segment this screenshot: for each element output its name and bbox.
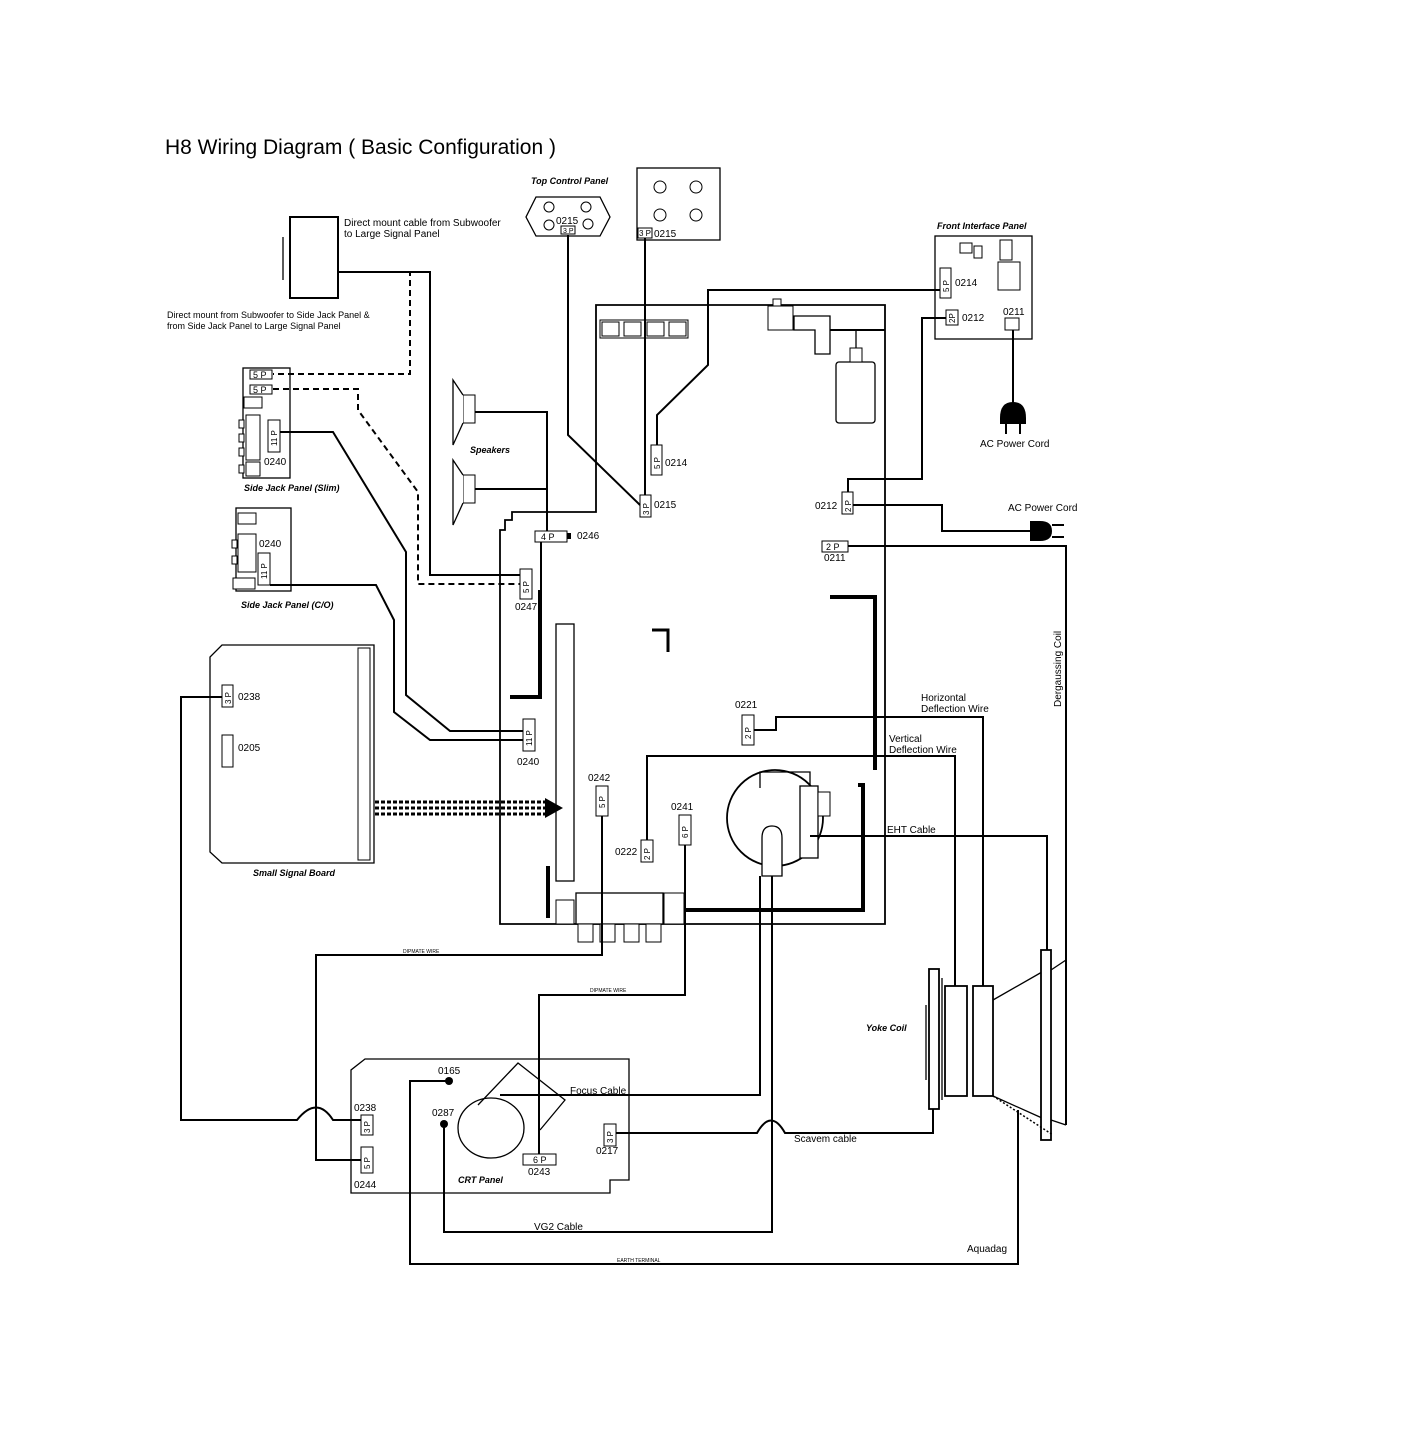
pin-label: 2 P — [826, 542, 840, 552]
yoke-coil: Yoke Coil — [866, 949, 1067, 1141]
small-signal-board-label: Small Signal Board — [253, 868, 336, 878]
focus-cable-label: Focus Cable — [570, 1086, 627, 1097]
pin-label: 2 P — [744, 727, 753, 739]
eht-cable-label: EHT Cable — [887, 825, 936, 836]
crt-panel: 0165 0287 3 P 0238 5 P 0244 6 P 0243 3 P… — [350, 1058, 630, 1194]
note-line: Direct mount cable from Subwoofer — [344, 218, 501, 229]
connector-label: 0238 — [238, 692, 261, 703]
large-panel-connectors: 5 P 0214 3 P 0215 2 P 0212 2 P 0211 4 P … — [515, 444, 854, 863]
pin-label: 3 P — [642, 503, 651, 515]
connector-label: 0246 — [577, 531, 600, 542]
connector-label: 0211 — [1003, 307, 1025, 318]
connector-label: 0212 — [815, 501, 838, 512]
dipmate-wire-label: DIPMATE WIRE — [590, 988, 627, 994]
connector-label: 0205 — [238, 743, 261, 754]
pin-label: 3 P — [563, 228, 574, 235]
note-line: Direct mount from Subwoofer to Side Jack… — [167, 310, 370, 320]
ac-power-cord-label: AC Power Cord — [1008, 503, 1077, 514]
horizontal-label: Horizontal — [921, 693, 966, 704]
connector-label: 0241 — [671, 802, 694, 813]
vertical-label: Vertical — [889, 734, 922, 745]
diagram-title: H8 Wiring Diagram ( Basic Configuration … — [165, 136, 556, 159]
vertical-label: Deflection Wire — [889, 745, 957, 756]
connector-label: 0240 — [259, 539, 282, 550]
note-line: to Large Signal Panel — [344, 229, 440, 240]
connector-label: 0165 — [438, 1066, 461, 1077]
connector-label: 0215 — [654, 500, 677, 511]
crt-panel-label: CRT Panel — [458, 1175, 503, 1185]
connector-label: 0212 — [962, 313, 985, 324]
connector-label: 0247 — [515, 602, 538, 613]
ac-power-cord-label: AC Power Cord — [980, 439, 1049, 450]
side-jack-panel-co: 11 P 0240 Side Jack Panel (C/O) — [231, 507, 334, 610]
pin-label: 11 P — [270, 430, 279, 446]
earth-terminal-label: EARTH TERMINAL — [617, 1258, 661, 1264]
front-interface-panel-label: Front Interface Panel — [937, 221, 1027, 231]
pin-label: 6 P — [533, 1155, 547, 1165]
pin-label: 5 P — [942, 280, 951, 292]
pin-label: 5 P — [363, 1157, 372, 1169]
scavem-cable-label: Scavem cable — [794, 1134, 857, 1145]
pin-label: 11 P — [525, 730, 534, 746]
pin-label: 5 P — [253, 385, 267, 395]
connector-label: 0240 — [517, 757, 540, 768]
side-jack-panel-slim: 5 P 5 P 11 P 0240 Side Jack Panel (Slim) — [238, 367, 340, 493]
pin-label: 3 P — [606, 1131, 615, 1143]
pin-label: 3 P — [224, 692, 233, 704]
connector-label: 0242 — [588, 773, 611, 784]
speakers-label: Speakers — [470, 445, 510, 455]
connector-label: 0215 — [556, 216, 579, 227]
connector-label: 0215 — [654, 229, 677, 240]
small-signal-board: 3 P 0238 0205 Small Signal Board — [209, 644, 375, 878]
yoke-coil-label: Yoke Coil — [866, 1023, 907, 1033]
front-interface-panel: 5 P 0214 2P 0212 0211 Front Interface Pa… — [934, 221, 1033, 340]
pin-label: 5 P — [253, 370, 267, 380]
note-line: from Side Jack Panel to Large Signal Pan… — [167, 321, 341, 331]
wire-labels: AC Power Cord Dergaussing Coil Horizonta… — [403, 503, 1077, 1264]
horizontal-label: Deflection Wire — [921, 704, 989, 715]
connector-label: 0287 — [432, 1108, 455, 1119]
connector-label: 0243 — [528, 1167, 551, 1178]
dipmate-wire-label: DIPMATE WIRE — [403, 949, 440, 955]
top-control-panel: 3 P 0215 Top Control Panel 3 P 0215 — [525, 167, 721, 241]
pin-label: 2 P — [844, 500, 853, 512]
pin-label: 5 P — [522, 581, 531, 593]
aquadag-label: Aquadag — [967, 1244, 1007, 1255]
speakers: Speakers — [452, 377, 510, 526]
side-jack-slim-label: Side Jack Panel (Slim) — [244, 483, 340, 493]
connector-label: 0244 — [354, 1180, 377, 1191]
top-control-panel-label: Top Control Panel — [531, 176, 609, 186]
pin-label: 5 P — [653, 457, 662, 469]
connector-label: 0221 — [735, 700, 758, 711]
ac-plug-icon: AC Power Cord — [980, 330, 1049, 450]
pin-label: 4 P — [541, 532, 555, 542]
pin-label: 6 P — [681, 826, 690, 838]
connector-label: 0222 — [615, 847, 638, 858]
degaussing-coil-label: Dergaussing Coil — [1053, 631, 1064, 707]
pin-label: 3 P — [639, 229, 651, 238]
pin-label: 11 P — [260, 563, 269, 579]
vg2-cable-label: VG2 Cable — [534, 1222, 583, 1233]
connector-label: 0214 — [955, 278, 978, 289]
board-link-arrow — [375, 798, 563, 818]
subwoofer: Direct mount cable from Subwoofer to Lar… — [167, 216, 501, 331]
wires — [180, 235, 1067, 1265]
large-signal-panel — [499, 298, 886, 943]
connector-label: 0211 — [824, 553, 846, 564]
side-jack-co-label: Side Jack Panel (C/O) — [241, 600, 334, 610]
connector-label: 0238 — [354, 1103, 377, 1114]
pin-label: 2P — [948, 313, 957, 323]
connector-label: 0217 — [596, 1146, 619, 1157]
connector-label: 0240 — [264, 457, 287, 468]
pin-label: 3 P — [363, 1121, 372, 1133]
pin-label: 2 P — [643, 848, 652, 860]
connector-label: 0214 — [665, 458, 688, 469]
pin-label: 5 P — [598, 796, 607, 808]
